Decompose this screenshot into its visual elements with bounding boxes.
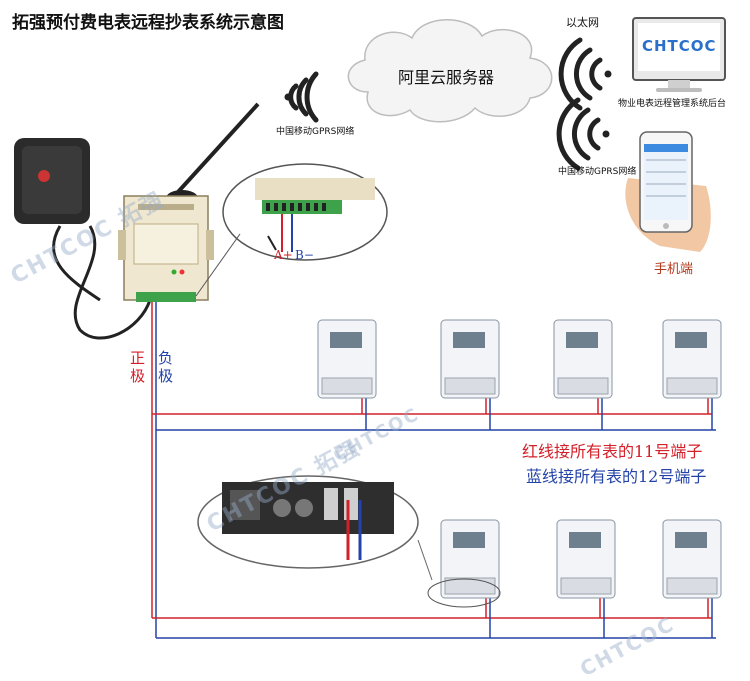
phone-icon <box>625 131 711 252</box>
ethernet-signal-icon <box>558 37 612 111</box>
diagram-title: 拓强预付费电表远程抄表系统示意图 <box>12 13 284 33</box>
wire-a-plus-label: A+ <box>274 248 293 262</box>
terminal-zoom-meter <box>197 475 433 581</box>
monitor-brand: CHTCOC <box>642 37 717 55</box>
monitor-caption: 物业电表远程管理系统后台 <box>618 99 727 109</box>
negative-pole-label: 负极 <box>158 349 174 385</box>
wifi-signal-icon <box>284 71 319 123</box>
concentrator-device <box>118 195 214 302</box>
meter-row-bottom <box>427 519 722 608</box>
monitor-icon <box>632 17 726 92</box>
positive-pole-label: 正极 <box>130 349 146 385</box>
gprs-label-top: 中国移动GPRS网络 <box>276 127 355 137</box>
wiring <box>151 302 716 639</box>
wire-b-minus-label: B− <box>295 248 314 262</box>
cloud-shape <box>347 19 553 123</box>
power-adapter-icon <box>14 138 152 340</box>
gprs-label-right: 中国移动GPRS网络 <box>558 167 637 177</box>
blue-wire-note: 蓝线接所有表的12号端子 <box>526 467 707 486</box>
gprs-signal-icon <box>556 97 610 171</box>
ethernet-label: 以太网 <box>566 16 599 29</box>
cloud-label: 阿里云服务器 <box>398 68 495 87</box>
meter-row-top <box>317 319 722 399</box>
terminal-zoom-top <box>195 163 388 297</box>
phone-caption: 手机端 <box>654 262 694 277</box>
red-wire-note: 红线接所有表的11号端子 <box>522 442 703 461</box>
